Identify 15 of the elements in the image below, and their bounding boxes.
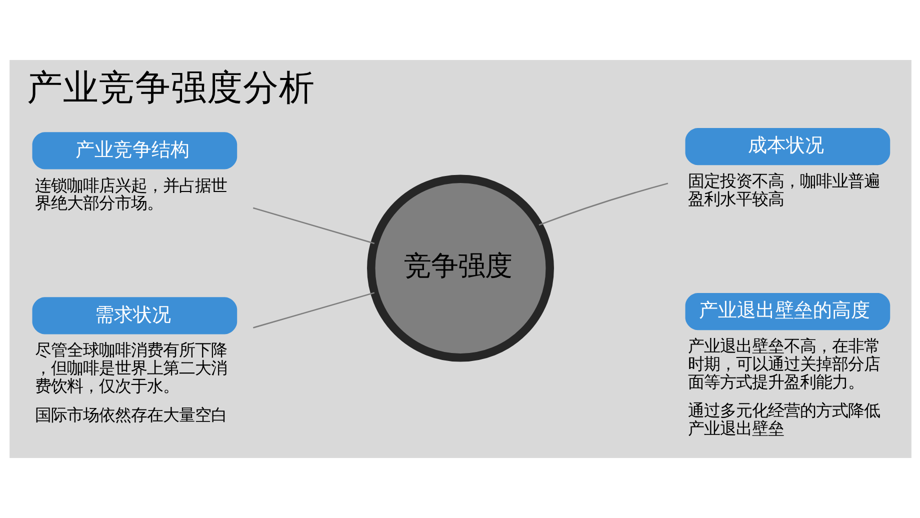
node-box: 成本状况 (684, 128, 890, 166)
node-label: 固定投资不高，咖啡业普遍盈利水平较高 (688, 172, 880, 208)
diagram-title: 产业竞争强度分析 (26, 68, 315, 109)
node-box: 需求状况 (32, 297, 237, 334)
connector (252, 207, 374, 244)
connector (252, 292, 374, 328)
node-label: 国际市场依然存在大量空白 (34, 405, 227, 424)
node-box: 产业竞争结构 (32, 132, 237, 170)
node-label: 尽管全球咖啡消费有所下降，但咖啡是世界上第二大消费饮料，仅次于水。 (34, 340, 227, 396)
connector (538, 182, 668, 226)
node-label: 连锁咖啡店兴起，并占据世界绝大部分市场。 (34, 176, 227, 213)
node-label: 产业退出壁垒不高，在非常时期，可以通过关掉部分店面等方式提升盈利能力。 (688, 336, 880, 392)
node-label: 通过多元化经营的方式降低产业退出壁垒 (688, 401, 880, 438)
node-circle: 竞争强度 (366, 174, 554, 362)
node-box: 产业退出壁垒的高度 (684, 293, 890, 330)
